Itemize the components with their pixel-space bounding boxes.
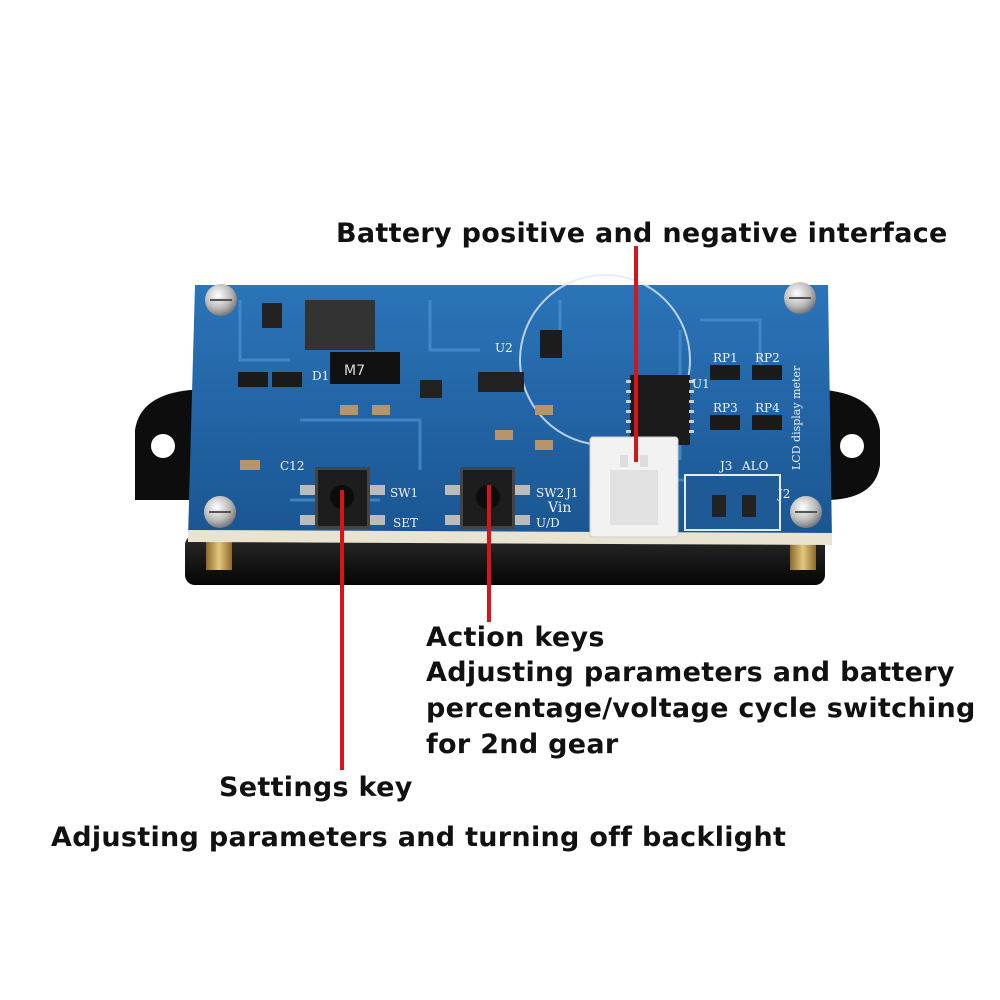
svg-text:J3: J3 — [718, 459, 732, 473]
resistor — [540, 330, 562, 358]
svg-text:RP2: RP2 — [755, 351, 780, 365]
ic-u1 — [630, 375, 690, 445]
svg-text:RP1: RP1 — [713, 351, 738, 365]
battery-interface-pointer — [634, 246, 638, 462]
action-keys-description-1: Adjusting parameters and battery — [426, 657, 955, 688]
action-keys-pointer — [487, 485, 491, 622]
svg-text:Vin: Vin — [547, 500, 571, 516]
svg-text:RP3: RP3 — [713, 401, 738, 415]
settings-key-title: Settings key — [219, 772, 413, 803]
action-keys-description-3: for 2nd gear — [426, 729, 619, 760]
svg-text:U2: U2 — [495, 341, 513, 355]
pcb-board: M7 — [188, 274, 832, 545]
action-keys-title: Action keys — [426, 622, 605, 653]
svg-text:J1: J1 — [564, 486, 578, 500]
svg-text:C12: C12 — [280, 459, 304, 473]
inductor — [305, 300, 375, 350]
svg-text:SET: SET — [393, 516, 418, 530]
resistor — [262, 303, 282, 328]
settings-key-description: Adjusting parameters and turning off bac… — [51, 822, 787, 853]
svg-text:J2: J2 — [776, 487, 790, 501]
svg-text:M7: M7 — [344, 363, 365, 379]
svg-text:SW2: SW2 — [536, 486, 564, 500]
svg-text:SW1: SW1 — [390, 486, 418, 500]
settings-key-pointer — [340, 490, 344, 770]
resistor — [420, 380, 442, 398]
battery-interface-label: Battery positive and negative interface — [336, 218, 948, 249]
svg-text:RP4: RP4 — [755, 401, 780, 415]
svg-text:D1: D1 — [312, 369, 329, 383]
diode-m7 — [330, 352, 400, 384]
battery-connector — [589, 436, 679, 538]
action-keys-description-2: percentage/voltage cycle switching — [426, 693, 976, 724]
svg-text:ALO: ALO — [741, 459, 769, 473]
svg-text:U1: U1 — [692, 377, 710, 391]
ic-chip — [478, 372, 524, 392]
svg-text:LCD display meter: LCD display meter — [790, 365, 803, 470]
svg-text:U/D: U/D — [536, 516, 560, 530]
